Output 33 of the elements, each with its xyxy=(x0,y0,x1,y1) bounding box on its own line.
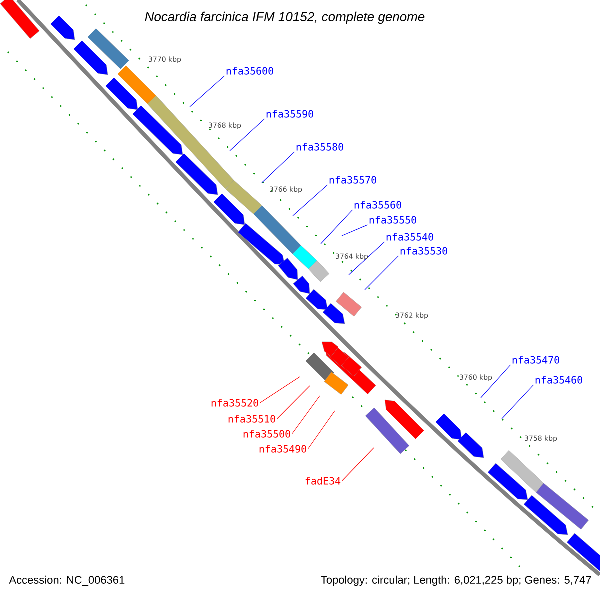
leader-line xyxy=(480,364,512,398)
gene-label: nfa35490 xyxy=(260,445,306,453)
leader-line xyxy=(342,224,368,236)
leader-line xyxy=(276,386,310,420)
gene-label: nfa35520 xyxy=(212,399,258,407)
gene-label: nfa35470 xyxy=(512,356,560,364)
gene-label: nfa35580 xyxy=(296,143,344,151)
gene-label: nfa35560 xyxy=(354,201,402,209)
accession-text: Accession: NC_006361 xyxy=(9,576,125,586)
gene-label: nfa35550 xyxy=(370,216,416,224)
leader-line xyxy=(308,410,336,450)
genome-info-text: Topology: circular; Length: 6,021,225 bp; Genes: 5,747 xyxy=(321,576,592,586)
leader-line xyxy=(342,448,374,482)
gene-label: nfa35530 xyxy=(400,247,448,255)
gene-label: nfa35460 xyxy=(536,376,582,384)
leader-line xyxy=(348,242,386,276)
leader-line xyxy=(262,152,296,184)
leader-line xyxy=(292,396,320,434)
title: Nocardia farcinica IFM 10152, complete genome xyxy=(145,12,425,24)
leader-line xyxy=(320,210,354,244)
gene-label: nfa35570 xyxy=(330,176,376,184)
leader-line xyxy=(260,376,300,404)
leader-line xyxy=(292,184,328,216)
leader-line xyxy=(364,256,400,290)
leader-line xyxy=(230,118,266,152)
leader-line xyxy=(502,384,534,420)
gene-label: nfa35600 xyxy=(226,67,274,75)
leader-line xyxy=(190,76,226,108)
gene-label: fadE34 xyxy=(306,477,341,485)
gene-label: nfa35500 xyxy=(244,430,290,438)
gene-label: nfa35540 xyxy=(386,233,434,241)
gene-label: nfa35510 xyxy=(228,415,276,423)
gene-label: nfa35590 xyxy=(266,110,314,118)
